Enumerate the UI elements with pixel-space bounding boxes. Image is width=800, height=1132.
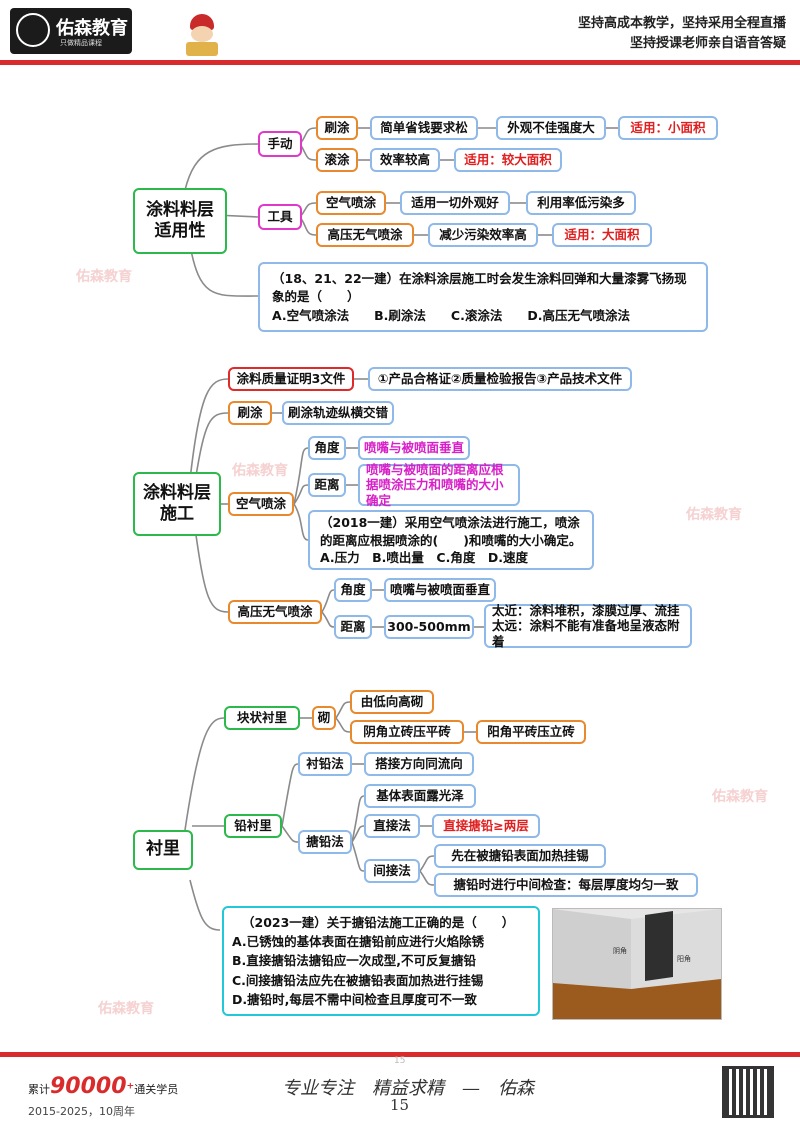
question-options: A.空气喷涂法 B.刷涂法 C.滚涂法 D.高压无气喷涂法 xyxy=(272,308,630,324)
corner-illustration: 阴角 阳角 xyxy=(553,909,721,1019)
node-angle-1: 喷嘴与被喷面垂直 xyxy=(358,436,470,460)
watermark: 佑森教育 xyxy=(232,463,288,479)
node-hp2: 高压无气喷涂 xyxy=(228,600,322,624)
years-text: 2015-2025，10周年 xyxy=(28,1105,135,1118)
node-tool: 工具 xyxy=(258,204,302,230)
photo-label-1: 阴角 xyxy=(613,946,627,955)
question-text: （2018一建）采用空气喷涂法进行施工，喷涂的距离应根据喷涂的( )和喷嘴的大小… xyxy=(320,515,582,549)
question-box-3: （2023一建）关于搪铅法施工正确的是（ ） A.已锈蚀的基体表面在搪铅前应进行… xyxy=(222,906,540,1016)
footer-divider xyxy=(0,1052,800,1057)
header-divider xyxy=(0,60,800,65)
section1-root: 涂料料层 适用性 xyxy=(133,188,227,254)
question-box-2: （2018一建）采用空气喷涂法进行施工，喷涂的距离应根据喷涂的( )和喷嘴的大小… xyxy=(308,510,594,570)
logo-mark-icon xyxy=(16,13,50,47)
node-dist-1: 喷嘴与被喷面的距离应根据喷涂压力和喷嘴的大小确定 xyxy=(358,462,520,508)
node-brush-2: 外观不佳强度大 xyxy=(496,116,606,140)
node-air-2: 利用率低污染多 xyxy=(526,191,636,215)
node-block: 块状衬里 xyxy=(224,706,300,730)
option-c: C.间接搪铅法应先在被搪铅表面加热进行挂锡 xyxy=(232,972,484,988)
too-far-text: 太远：涂料不能有准备地呈液态附着 xyxy=(492,618,680,649)
node-hp2-angle-1: 喷嘴与被喷面垂直 xyxy=(384,578,496,602)
node-hp2-dist: 距离 xyxy=(334,615,372,639)
node-brush-3: 适用：小面积 xyxy=(618,116,718,140)
node-hp-1: 减少污染效率高 xyxy=(428,223,538,247)
brand-slogan: 只做精品课程 xyxy=(60,39,102,47)
node-hp2-effects: 太近：涂料堆积，漆膜过厚、流挂 太远：涂料不能有准备地呈液态附着 xyxy=(484,602,692,649)
node-lining: 衬铅法 xyxy=(298,752,352,776)
node-brush2-1: 刷涂轨迹纵横交错 xyxy=(282,401,394,425)
node-build-3: 阳角平砖压立砖 xyxy=(476,720,586,744)
node-lead: 铅衬里 xyxy=(224,814,282,838)
count-suffix: 通关学员 xyxy=(134,1083,179,1096)
section2-root: 涂料料层 施工 xyxy=(133,472,221,536)
node-hp2-dist-1: 300-500mm xyxy=(384,615,474,639)
node-brush-1: 简单省钱要求松 xyxy=(370,116,478,140)
watermark: 佑森教育 xyxy=(98,1001,154,1017)
node-hp-2: 适用：大面积 xyxy=(552,223,652,247)
brand-name: 佑森教育 xyxy=(56,18,128,39)
section3-root: 衬里 xyxy=(133,830,193,870)
node-dist: 距离 xyxy=(308,473,346,497)
mascot-image xyxy=(182,14,222,58)
too-near-text: 太近：涂料堆积，漆膜过厚、流挂 xyxy=(492,602,680,618)
watermark: 佑森教育 xyxy=(712,789,768,805)
question-text: （2023一建）关于搪铅法施工正确的是（ ） xyxy=(242,914,515,930)
header-slogan-2: 坚持授课老师亲自语音答疑 xyxy=(629,36,786,51)
option-d: D.搪铅时,每层不需中间检查且厚度可不一致 xyxy=(232,992,477,1008)
node-roll-2: 适用：较大面积 xyxy=(454,148,562,172)
node-indirect-1: 先在被搪铅表面加热挂锡 xyxy=(434,844,606,868)
node-hot: 搪铅法 xyxy=(298,830,352,854)
node-lining-1: 搭接方向同流向 xyxy=(364,752,474,776)
node-build: 砌 xyxy=(312,706,336,730)
node-brush: 刷涂 xyxy=(316,116,358,140)
node-hot-1: 基体表面露光泽 xyxy=(364,784,476,808)
node-brush2: 刷涂 xyxy=(228,401,272,425)
node-roll-1: 效率较高 xyxy=(370,148,440,172)
question-options: A.压力 B.喷出量 C.角度 D.速度 xyxy=(320,550,528,566)
option-b: B.直接搪铅法搪铅应一次成型,不可反复搪铅 xyxy=(232,953,477,969)
qr-code-icon xyxy=(722,1066,774,1118)
count-number: 90000 xyxy=(50,1074,127,1099)
node-air-1: 适用一切外观好 xyxy=(400,191,510,215)
count-prefix: 累计 xyxy=(28,1083,50,1096)
node-indirect-2: 搪铅时进行中间检查：每层厚度均匀一致 xyxy=(434,873,698,897)
node-cert: 涂料质量证明3文件 xyxy=(228,367,354,391)
node-build-1: 由低向高砌 xyxy=(350,690,434,714)
node-manual: 手动 xyxy=(258,131,302,157)
photo-label-2: 阳角 xyxy=(677,954,691,963)
watermark: 佑森教育 xyxy=(686,507,742,523)
brand-logo: 佑森教育 只做精品课程 xyxy=(10,8,132,54)
node-build-2: 阴角立砖压平砖 xyxy=(350,720,464,744)
watermark: 佑森教育 xyxy=(76,269,132,285)
question-text: （18、21、22一建）在涂料涂层施工时会发生涂料回弹和大量漆雾飞扬现象的是（ … xyxy=(272,271,687,305)
node-air: 空气喷涂 xyxy=(316,191,386,215)
node-hp2-angle: 角度 xyxy=(334,578,372,602)
node-direct: 直接法 xyxy=(364,814,420,838)
node-direct-1: 直接搪铅≥两层 xyxy=(432,814,540,838)
node-air2: 空气喷涂 xyxy=(228,492,294,516)
learner-count: 累计90000+通关学员 xyxy=(28,1074,178,1099)
node-roll: 滚涂 xyxy=(316,148,358,172)
option-a: A.已锈蚀的基体表面在搪铅前应进行火焰除锈 xyxy=(232,933,485,949)
node-indirect: 间接法 xyxy=(364,859,420,883)
page-number-top: 15 xyxy=(394,1056,406,1066)
question-box-1: （18、21、22一建）在涂料涂层施工时会发生涂料回弹和大量漆雾飞扬现象的是（ … xyxy=(258,262,708,332)
header-slogan-1: 坚持高成本教学，坚持采用全程直播 xyxy=(577,16,786,31)
corner-photo: 阴角 阳角 xyxy=(552,908,722,1020)
node-cert-1: ①产品合格证②质量检验报告③产品技术文件 xyxy=(368,367,632,391)
node-angle: 角度 xyxy=(308,436,346,460)
page-number: 15 xyxy=(390,1096,410,1114)
signature: 专业专注 精益求精 — 佑森 xyxy=(282,1078,534,1099)
count-plus: + xyxy=(126,1080,135,1092)
node-hp: 高压无气喷涂 xyxy=(316,223,414,247)
